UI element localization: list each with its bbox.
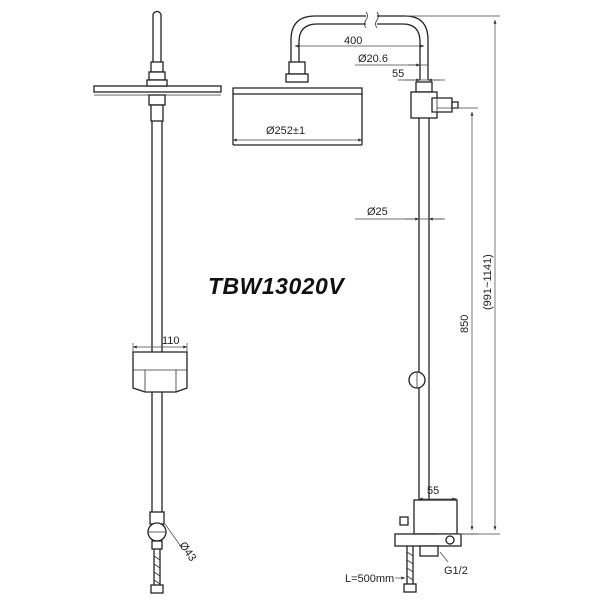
total-height-dimension: (991~1141) (405, 15, 500, 535)
front-view-arm: 400 Ø20.6 (290, 11, 429, 80)
side-view-hose (150, 549, 164, 594)
side-view-mixer: Ø43 (147, 511, 199, 564)
front-view-hose: L=500mm (345, 546, 417, 593)
front-view-mixer: 55 G1/2 (394, 485, 468, 577)
side-view-arm (148, 10, 166, 81)
head-offset-label: 55 (392, 68, 404, 80)
arm-diameter-label: Ø20.6 (358, 53, 388, 65)
riser-height-dimension: 850 (437, 107, 478, 535)
side-view-connector (148, 94, 166, 106)
front-view-slide-holder (408, 371, 426, 389)
arm-length-label: 400 (344, 35, 362, 47)
mixer-width-label: 55 (427, 485, 439, 497)
holder-width-label: 110 (162, 335, 180, 347)
side-view: 110 Ø43 (93, 10, 222, 594)
front-view-bracket (410, 81, 459, 119)
front-view: 400 Ø20.6 55 Ø25 (290, 11, 500, 593)
total-height-label: (991~1141) (482, 254, 494, 310)
pipe-diameter-label: Ø25 (367, 206, 388, 218)
head-diameter-label: Ø252±1 (266, 125, 305, 137)
knob-diameter-label: Ø43 (177, 540, 199, 564)
side-view-riser-pipe (151, 121, 163, 520)
thread-label: G1/2 (444, 565, 468, 577)
front-view-shower-head: Ø252±1 (232, 61, 363, 146)
side-view-shower-head (93, 79, 222, 96)
model-number: TBW13020V (208, 273, 345, 299)
riser-height-label: 850 (459, 315, 471, 333)
head-offset-dimension: 55 (392, 68, 445, 82)
hose-length-label: L=500mm (345, 573, 394, 585)
side-view-holder: 110 (132, 335, 188, 393)
front-view-riser-pipe: Ø25 (355, 118, 445, 500)
side-view-connector-lower (150, 104, 164, 122)
